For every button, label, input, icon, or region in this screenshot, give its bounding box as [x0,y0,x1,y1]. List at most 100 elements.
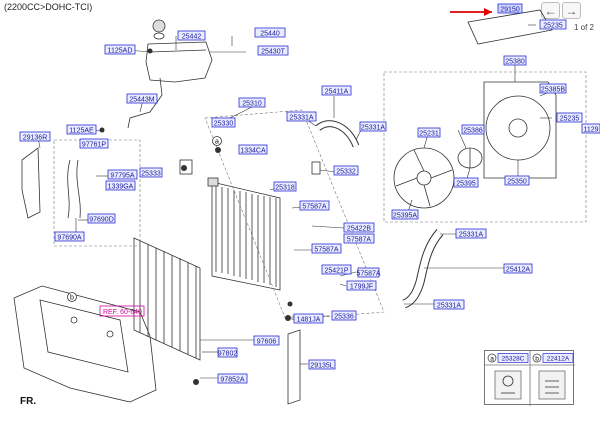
part-label-1129[interactable]: 1129 [581,123,600,134]
part-label-25331A[interactable]: 25331A [433,299,465,310]
part-label-57587A[interactable]: 57587A [311,243,342,254]
svg-text:25333: 25333 [141,170,161,177]
svg-text:57587A: 57587A [314,246,338,253]
ref-label-box [99,305,145,317]
svg-text:97802: 97802 [218,350,238,357]
part-label-25421P[interactable]: 25421P [321,264,352,275]
prev-page-button[interactable]: ← [541,2,560,19]
svg-text:25332: 25332 [336,168,356,175]
part-label-25442[interactable]: 25442 [177,30,206,41]
module-boundaries [53,71,587,321]
part-label-1125AE[interactable]: 1125AE [66,124,97,135]
side-bracket [21,147,41,219]
part-label-1339GA[interactable]: 1339GA [105,180,136,191]
part-label-25380[interactable]: 25380 [503,55,527,66]
part-label-25331A[interactable]: 25331A [286,111,317,122]
part-label-25386[interactable]: 25386 [461,124,485,135]
part-label-1799JF[interactable]: 1799JF [346,280,377,291]
svg-text:25235: 25235 [560,115,580,122]
svg-text:25443M: 25443M [129,96,154,103]
svg-text:25350: 25350 [507,178,527,185]
svg-text:25310: 25310 [242,100,262,107]
svg-text:57587A: 57587A [356,270,380,277]
svg-text:1799JF: 1799JF [350,283,373,290]
part-label-25310[interactable]: 25310 [238,97,266,108]
part-label-57587A[interactable]: 57587A [343,233,375,244]
next-page-button[interactable]: → [562,2,581,19]
engine-spec-label: (2200CC>DOHC-TCI) [4,2,93,12]
part-label-1125AD[interactable]: 1125AD [104,44,136,55]
front-marker: FR. [20,396,37,407]
radiator [207,177,281,291]
svg-text:25318: 25318 [275,184,295,191]
part-label-25331A[interactable]: 25331A [455,228,487,239]
svg-text:25386: 25386 [463,127,483,134]
svg-text:25412A: 25412A [506,266,530,273]
part-label-97690D[interactable]: 97690D [87,213,116,224]
svg-text:97606: 97606 [257,338,277,345]
svg-text:25336: 25336 [334,313,354,320]
part-label-25395A[interactable]: 25395A [391,209,419,220]
part-label-25412A[interactable]: 25412A [503,263,533,274]
part-label-25395[interactable]: 25395 [453,177,479,188]
part-label-57587A[interactable]: 57587A [356,267,381,278]
oil-cooler-hoses [67,159,81,219]
part-label-25235[interactable]: 25235 [539,19,567,30]
part-label-97795A[interactable]: 97795A [107,169,138,180]
svg-text:25331A: 25331A [289,114,313,121]
part-label-57587A[interactable]: 57587A [299,200,330,211]
part-label-25231[interactable]: 25231 [417,127,441,138]
svg-text:22412A: 22412A [547,356,570,363]
part-label-25385B[interactable]: 25385B [539,83,567,94]
svg-text:29136R: 29136R [23,134,48,141]
part-label-25330[interactable]: 25330 [211,117,236,128]
part-label-25318[interactable]: 25318 [273,181,297,192]
ref-label: REF. 60-640 [103,309,142,316]
part-label-25332[interactable]: 25332 [333,165,359,176]
svg-text:1339GA: 1339GA [108,183,134,190]
svg-text:1129: 1129 [583,126,598,133]
svg-text:1125AD: 1125AD [108,47,133,54]
svg-text:25330: 25330 [214,120,234,127]
part-label-25350[interactable]: 25350 [504,175,530,186]
svg-text:97795A: 97795A [110,172,134,179]
front-end-module [13,285,157,403]
svg-text:25395A: 25395A [393,212,417,219]
svg-text:25385B: 25385B [541,86,565,93]
svg-text:1125AE: 1125AE [69,127,94,134]
svg-text:25231: 25231 [419,130,439,137]
condenser [133,237,201,361]
part-label-97606[interactable]: 97606 [253,335,280,346]
part-label-97802[interactable]: 97802 [217,347,238,358]
part-label-25443M[interactable]: 25443M [126,93,158,104]
part-label-29135L[interactable]: 29135L [308,359,336,370]
part-label-97761P[interactable]: 97761P [79,138,109,149]
part-label-97690A[interactable]: 97690A [54,231,85,242]
part-label-29150[interactable]: 29150 [497,3,523,14]
part-label-25333[interactable]: 25333 [139,167,163,178]
svg-text:25235: 25235 [543,22,563,29]
svg-text:25395: 25395 [456,180,476,187]
legend-entry-b: b 22412A [532,353,574,363]
part-label-25440[interactable]: 25440 [254,27,286,38]
part-label-1334CA[interactable]: 1334CA [238,144,268,155]
part-label-97852A[interactable]: 97852A [217,373,248,384]
part-label-25422B[interactable]: 25422B [343,222,375,233]
callout-b: b [67,292,77,302]
svg-text:a: a [215,139,219,146]
svg-text:57587A: 57587A [347,236,371,243]
top-bracket [467,9,553,45]
svg-text:1334CA: 1334CA [240,147,266,154]
part-label-29136R[interactable]: 29136R [19,131,51,142]
part-label-25336[interactable]: 25336 [331,310,357,321]
part-label-25331A[interactable]: 25331A [359,121,387,132]
part-label-25430T[interactable]: 25430T [257,45,289,56]
fan-motor [457,147,483,169]
part-label-25411A[interactable]: 25411A [321,85,352,96]
coolant-reservoir [127,19,213,129]
part-label-25235[interactable]: 25235 [556,112,583,123]
svg-text:b: b [535,356,539,363]
part-label-1481JA[interactable]: 1481JA [293,313,324,324]
